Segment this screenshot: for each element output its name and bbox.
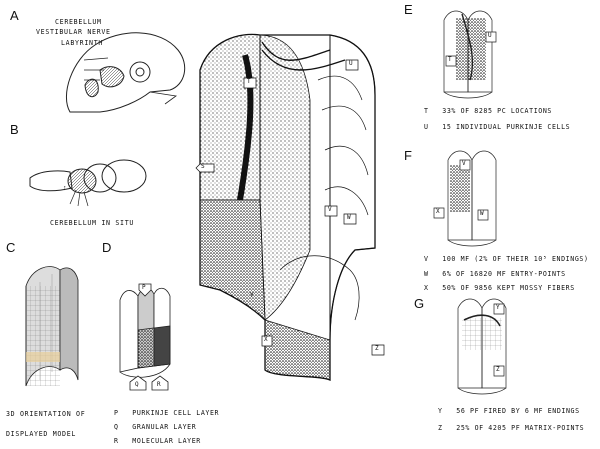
legend-g-y: Y 56 PF FIRED BY 6 MF ENDINGS	[438, 407, 580, 415]
marker-main-y: Y	[250, 292, 254, 299]
legend-f-w-text: 6% OF 16820 MF ENTRY-POINTS	[442, 270, 566, 278]
caption-orientation-line2: DISPLAYED MODEL	[6, 430, 77, 438]
legend-e-u-key: U	[424, 123, 429, 131]
legend-f-w-key: W	[424, 270, 429, 278]
legend-g-y-key: Y	[438, 407, 443, 415]
marker-main-x: X	[264, 336, 268, 343]
legend-f-x: X 50% OF 9856 KEPT MOSSY FIBERS	[424, 284, 575, 292]
legend-f-v-key: V	[424, 255, 429, 263]
legend-e-t: T 33% OF 8285 PC LOCATIONS	[424, 107, 552, 115]
panel-letter-g: G	[414, 296, 425, 311]
panel-b-drawing: ↑	[29, 159, 147, 207]
main-model-drawing	[195, 33, 385, 382]
legend-f-v: V 100 MF (2% OF THEIR 10⁵ ENDINGS)	[424, 255, 589, 263]
marker-g-z: Z	[496, 366, 500, 373]
legend-f-x-key: X	[424, 284, 429, 292]
legend-e-u: U 15 INDIVIDUAL PURKINJE CELLS	[424, 123, 570, 131]
panel-g-drawing	[457, 298, 507, 395]
marker-g-y: Y	[496, 304, 500, 311]
panel-f-drawing	[433, 150, 497, 247]
panel-letter-f: F	[404, 148, 412, 163]
caption-orientation-line1: 3D ORIENTATION OF	[6, 410, 86, 418]
legend-d-q-key: Q	[114, 423, 119, 431]
legend-f-w: W 6% OF 16820 MF ENTRY-POINTS	[424, 270, 566, 278]
marker-f-v: V	[462, 160, 466, 167]
marker-main-v: V	[328, 206, 332, 213]
svg-text:↑: ↑	[63, 185, 67, 192]
legend-g-y-text: 56 PF FIRED BY 6 MF ENDINGS	[456, 407, 580, 415]
panel-letter-a: A	[10, 8, 19, 23]
legend-d-p-text: PURKINJE CELL LAYER	[132, 409, 220, 417]
legend-e-u-text: 15 INDIVIDUAL PURKINJE CELLS	[442, 123, 571, 131]
legend-d-q-text: GRANULAR LAYER	[132, 423, 197, 431]
legend-d-p-key: P	[114, 409, 119, 417]
panel-letter-c: C	[6, 240, 16, 255]
marker-d-q: Q	[135, 381, 139, 388]
label-cerebellum: CEREBELLUM	[55, 18, 102, 26]
caption-cerebellum-in-situ: CEREBELLUM IN SITU	[50, 219, 135, 227]
legend-d-r: R MOLECULAR LAYER	[114, 437, 201, 445]
panel-a-drawing	[66, 32, 186, 113]
label-labyrinth: LABYRINTH	[61, 39, 104, 47]
marker-e-t: T	[448, 56, 452, 63]
marker-d-p: P	[142, 284, 146, 291]
panel-d-drawing	[119, 283, 171, 391]
marker-d-r: R	[157, 381, 161, 388]
panel-letter-b: B	[10, 122, 19, 137]
legend-e-t-text: 33% OF 8285 PC LOCATIONS	[442, 107, 552, 115]
label-vestibular-nerve: VESTIBULAR NERVE	[36, 28, 111, 36]
legend-f-v-text: 100 MF (2% OF THEIR 10⁵ ENDINGS)	[442, 255, 589, 263]
marker-e-u: U	[488, 32, 492, 39]
panel-letter-e: E	[404, 2, 413, 17]
legend-d-p: P PURKINJE CELL LAYER	[114, 409, 219, 417]
marker-main-z: Z	[375, 345, 379, 352]
panel-c-drawing	[25, 266, 79, 387]
legend-f-x-text: 50% OF 9856 KEPT MOSSY FIBERS	[442, 284, 575, 292]
marker-main-s: S	[201, 163, 205, 170]
legend-g-z: Z 25% OF 4205 PF MATRIX-POINTS	[438, 424, 584, 432]
legend-g-z-text: 25% OF 4205 PF MATRIX-POINTS	[456, 424, 585, 432]
legend-d-r-text: MOLECULAR LAYER	[132, 437, 201, 445]
marker-main-t: T	[247, 78, 251, 85]
legend-d-r-key: R	[114, 437, 119, 445]
marker-main-u: U	[349, 60, 353, 67]
marker-f-w: W	[480, 210, 484, 217]
panel-e-drawing	[443, 10, 497, 99]
legend-e-t-key: T	[424, 107, 429, 115]
legend-g-z-key: Z	[438, 424, 443, 432]
marker-main-w: W	[347, 214, 351, 221]
panel-letter-d: D	[102, 240, 112, 255]
legend-d-q: Q GRANULAR LAYER	[114, 423, 196, 431]
marker-f-x: X	[436, 208, 440, 215]
